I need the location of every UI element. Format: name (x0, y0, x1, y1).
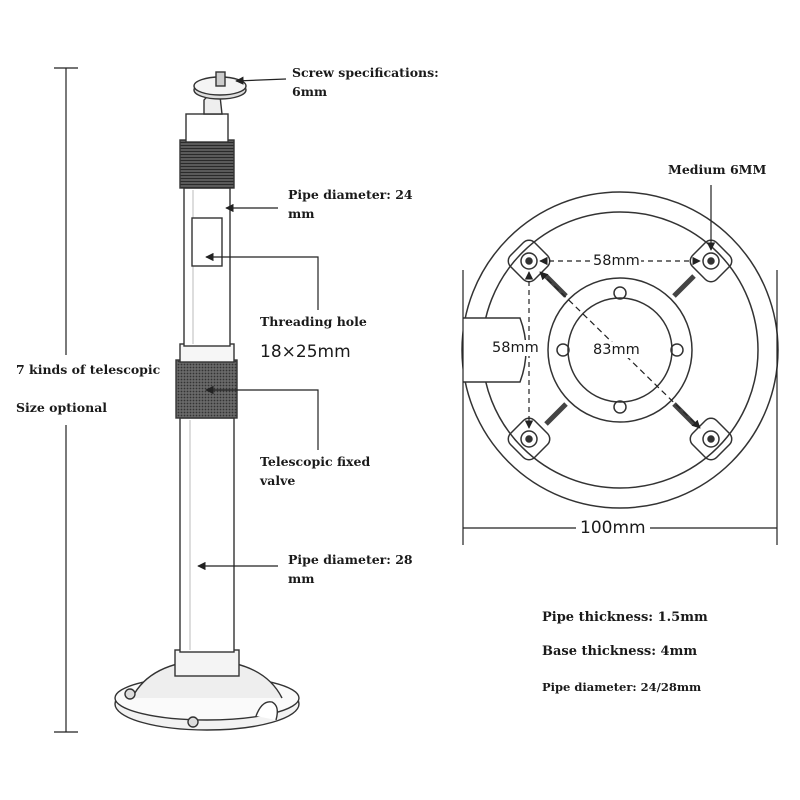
pipe-top-diameter-label: Pipe diameter: 24 mm (288, 187, 413, 221)
valve-label: Telescopic fixed valve (260, 454, 371, 488)
dim-58-left-label: 58mm (491, 340, 540, 356)
valve-arrow (205, 385, 319, 450)
screw-arrow (235, 76, 287, 85)
top-knurled-collar (179, 139, 235, 189)
size-optional-label: Size optional (16, 398, 108, 417)
pipe-diameter-spec: Pipe diameter: 24/28mm (542, 680, 702, 694)
threading-hole-label: Threading hole (260, 314, 367, 329)
pole-bottom-collar (174, 649, 240, 677)
base-screw-hole (187, 716, 199, 728)
height-dimension-line (54, 67, 78, 733)
dim-83-center-label: 83mm (592, 342, 641, 358)
telescopic-kinds-label: 7 kinds of telescopic (16, 360, 161, 379)
pole-arrows (197, 76, 319, 571)
pipe-thickness-spec: Pipe thickness: 1.5mm (542, 610, 708, 625)
dim-100-label: 100mm (576, 518, 650, 538)
screw-thread (215, 71, 226, 87)
base-thickness-spec: Base thickness: 4mm (542, 644, 698, 659)
pipe-24mm (183, 187, 231, 347)
pipe-bottom-diameter-label: Pipe diameter: 28 mm (288, 552, 413, 586)
dim-58-top-label: 58mm (592, 253, 641, 269)
threading-hole-arrow (205, 252, 319, 310)
medium-6mm-label: Medium 6MM (668, 162, 767, 177)
threading-size-label: 18×25mm (260, 342, 351, 362)
threading-hole (191, 217, 223, 267)
pipe-28mm (179, 417, 235, 653)
base-cable-slot (255, 701, 279, 721)
base-outer-ring (461, 191, 779, 509)
top-cap (185, 113, 229, 143)
base-screw-hole (124, 688, 136, 700)
telescopic-pole (114, 71, 300, 731)
screw-spec-label: Screw specifications: 6mm (292, 65, 439, 99)
telescopic-fixed-valve (175, 359, 238, 419)
